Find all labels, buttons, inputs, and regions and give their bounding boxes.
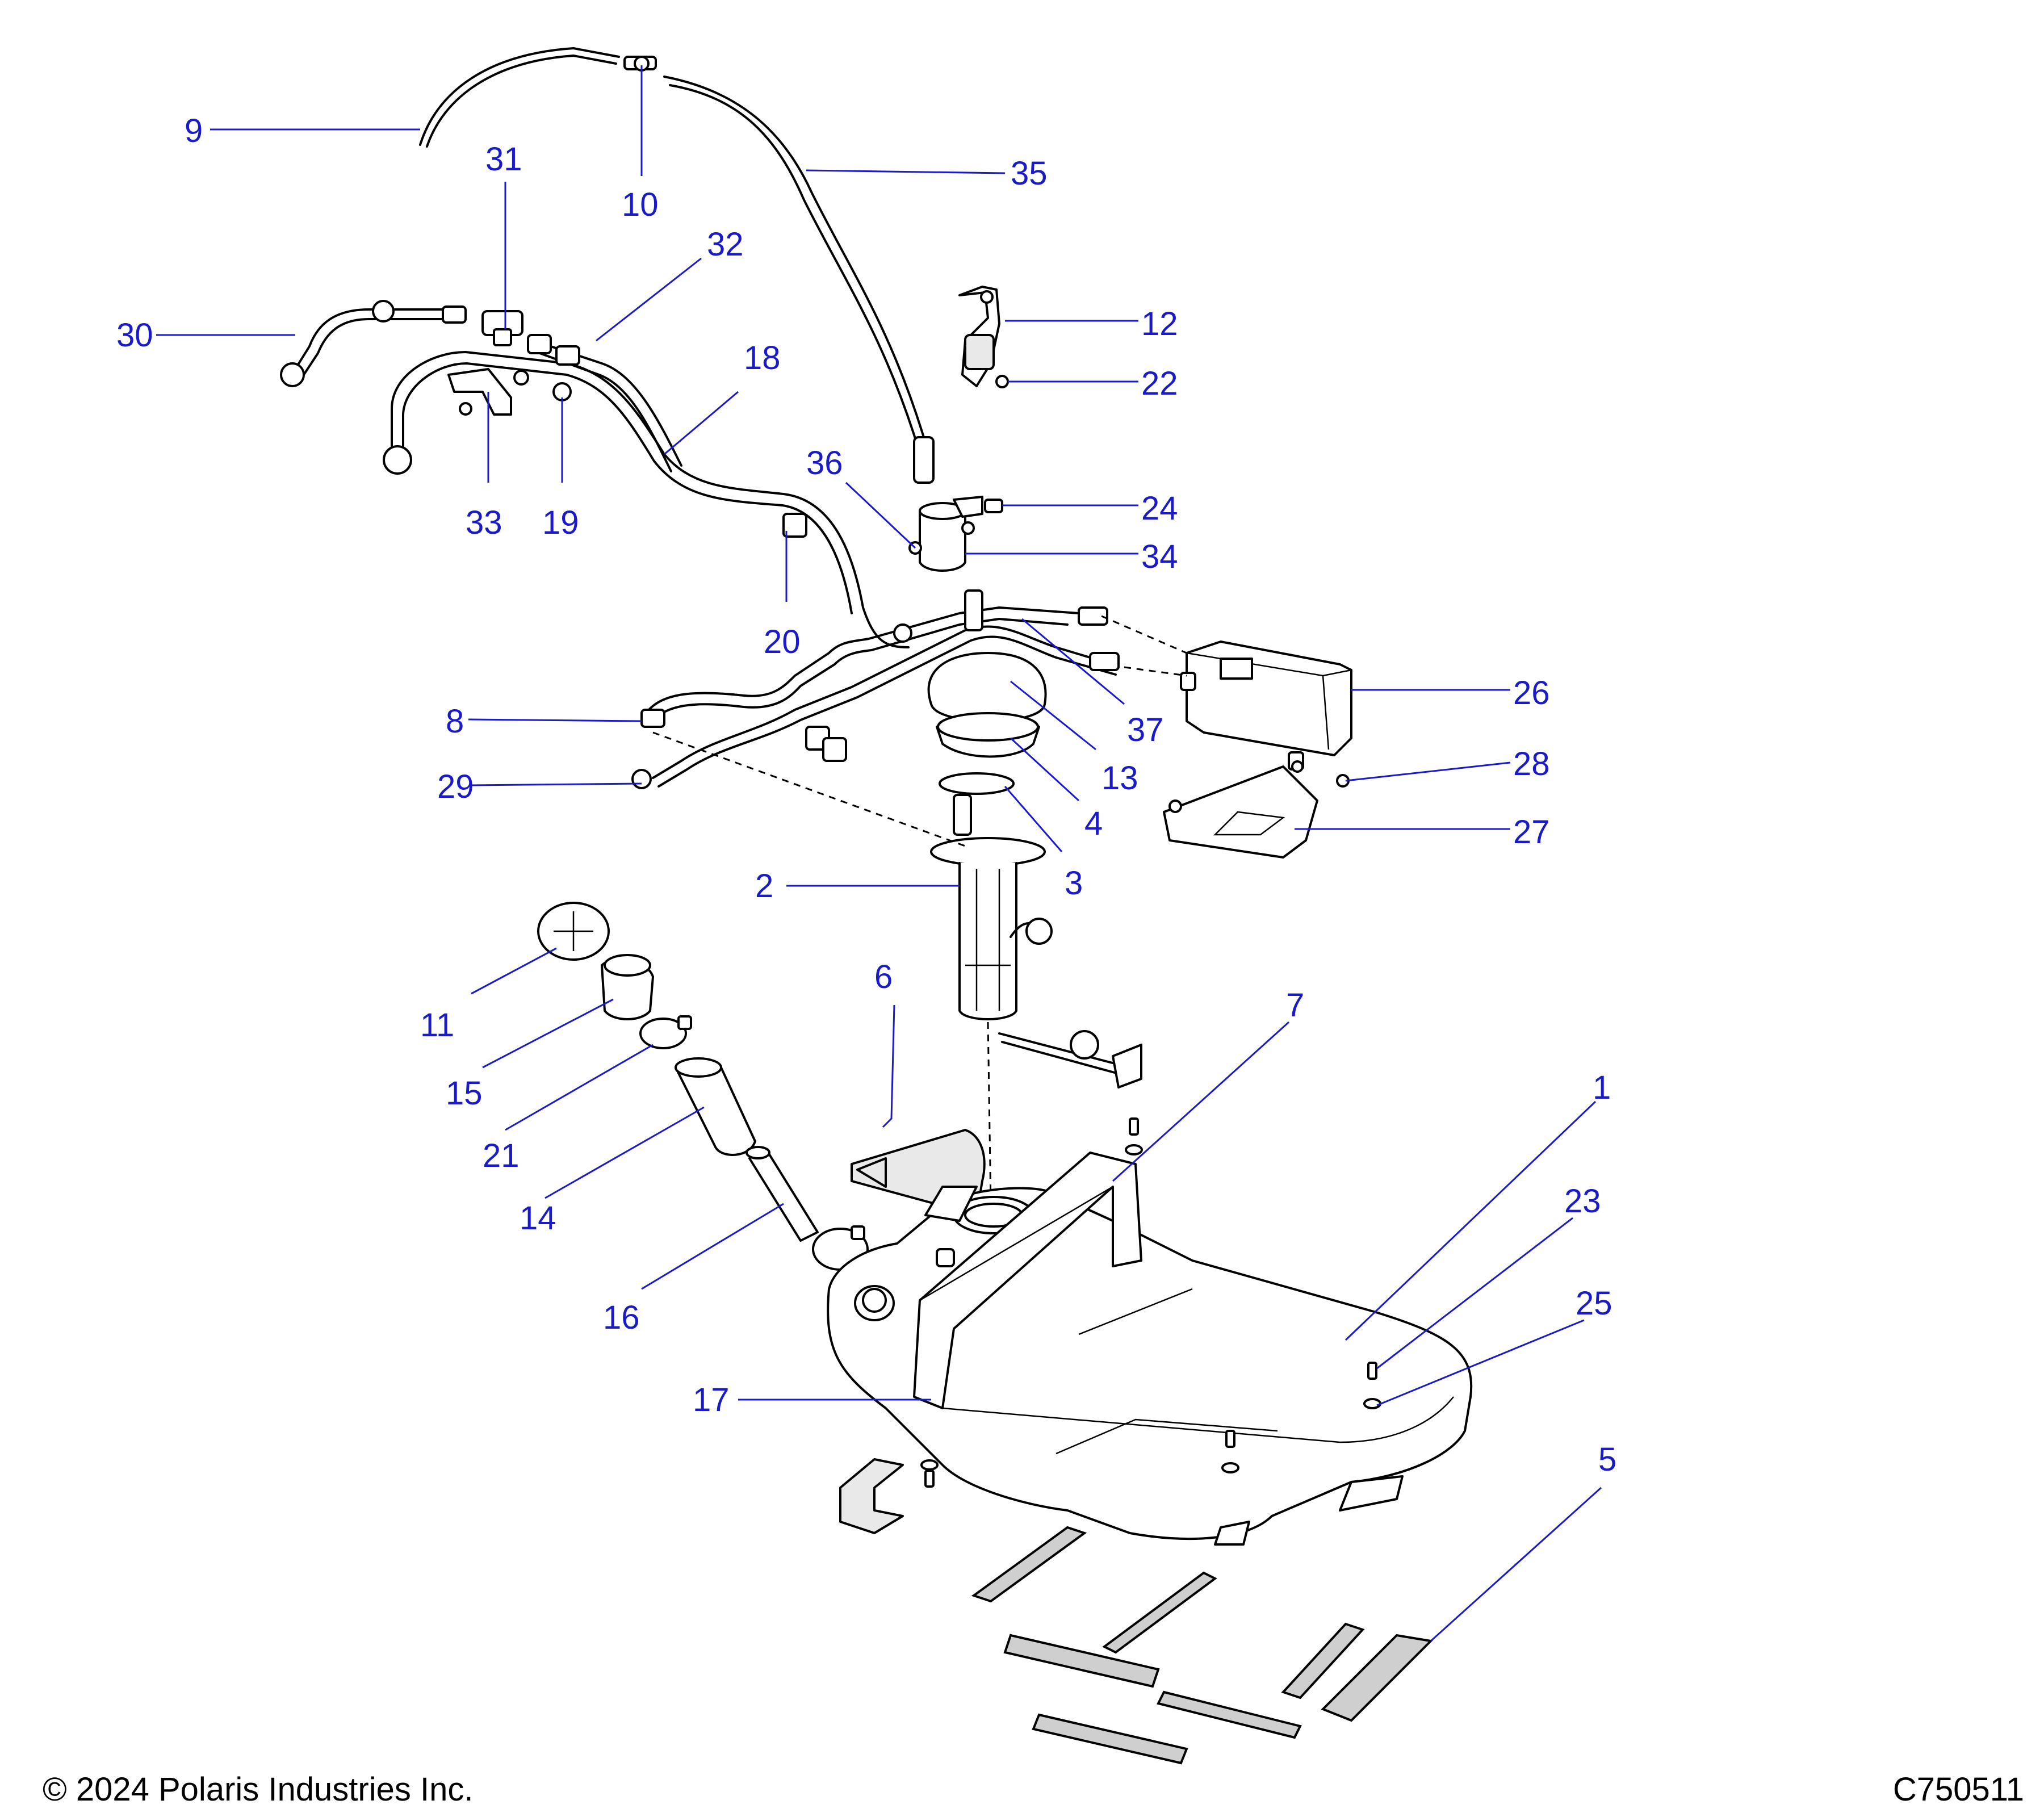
callout-30: 30	[116, 317, 153, 354]
callout-35: 35	[1011, 155, 1048, 192]
callout-24: 24	[1141, 490, 1178, 527]
callout-19: 19	[542, 504, 579, 541]
callout-8: 8	[446, 703, 464, 740]
callout-21: 21	[483, 1137, 520, 1174]
copyright-text: © 2024 Polaris Industries Inc.	[43, 1771, 474, 1808]
callout-18: 18	[744, 340, 781, 376]
fuel-pump-2	[930, 794, 1142, 1088]
callout-4: 4	[1084, 805, 1103, 842]
callout-32: 32	[707, 226, 744, 263]
callout-15: 15	[446, 1075, 483, 1112]
callout-29: 29	[437, 768, 474, 805]
vent-hose-35	[663, 76, 935, 484]
filler-tube-16	[745, 1146, 819, 1242]
callout-11: 11	[420, 1007, 454, 1044]
callout-26: 26	[1513, 675, 1550, 711]
callout-1: 1	[1593, 1069, 1611, 1106]
strap-bracket	[839, 1458, 904, 1534]
callout-20: 20	[764, 623, 801, 660]
screw-22	[995, 375, 1009, 388]
callout-3: 3	[1065, 865, 1083, 902]
fuel-cap-11	[537, 902, 610, 961]
filler-neck-15	[601, 954, 654, 1020]
callout-labels: 1 2 3 4 5 6 7 8 9 10 11 12 13 14 15 16 1…	[116, 112, 1616, 1478]
clip-24	[984, 499, 1003, 513]
callout-25: 25	[1576, 1285, 1612, 1322]
connector-10	[623, 56, 657, 72]
filler-hose-14	[675, 1057, 756, 1156]
bolts-washers	[920, 1117, 1381, 1488]
fuel-line-8-29-37	[631, 589, 1120, 789]
callout-17: 17	[693, 1381, 730, 1418]
canister-dash-lines	[1101, 615, 1187, 677]
canister-bracket-27	[1163, 765, 1318, 859]
callout-36: 36	[806, 445, 843, 482]
callout-5: 5	[1598, 1441, 1616, 1478]
clamp-21	[639, 1015, 692, 1049]
pump-cover-13	[927, 652, 1047, 722]
solenoid-34	[919, 496, 983, 572]
vent-hose-9	[419, 47, 620, 148]
callout-23: 23	[1564, 1183, 1601, 1220]
callout-2: 2	[755, 868, 773, 905]
callout-37: 37	[1127, 711, 1164, 748]
callout-9: 9	[185, 112, 203, 149]
leader-lines	[156, 65, 1602, 1642]
evap-canister-26	[1180, 640, 1352, 771]
callout-27: 27	[1513, 814, 1550, 851]
diagram-id: C750511	[1892, 1771, 2024, 1808]
fuel-line-dash	[652, 731, 966, 847]
gasket-3	[939, 772, 1015, 795]
callout-14: 14	[520, 1200, 556, 1237]
callout-10: 10	[622, 186, 659, 223]
callout-13: 13	[1101, 760, 1138, 797]
valve-31	[481, 310, 523, 346]
bracket-33	[447, 368, 512, 416]
tank-pads-5	[971, 1526, 1434, 1765]
callout-12: 12	[1141, 305, 1178, 342]
clip-20	[782, 513, 912, 762]
callout-16: 16	[603, 1299, 640, 1336]
callout-22: 22	[1141, 365, 1178, 402]
lock-ring-4	[936, 712, 1040, 758]
valve-bracket-12	[958, 286, 1000, 387]
tank-strap-7	[913, 1152, 1142, 1409]
pump-dash-line	[987, 1021, 992, 1204]
callout-31: 31	[485, 141, 522, 178]
fuel-line-30	[280, 300, 467, 387]
callout-28: 28	[1513, 746, 1550, 782]
callout-6: 6	[874, 958, 893, 995]
fuel-line-32-18	[383, 334, 910, 648]
callout-34: 34	[1141, 538, 1178, 575]
callout-7: 7	[1286, 987, 1304, 1024]
callout-33: 33	[466, 504, 502, 541]
